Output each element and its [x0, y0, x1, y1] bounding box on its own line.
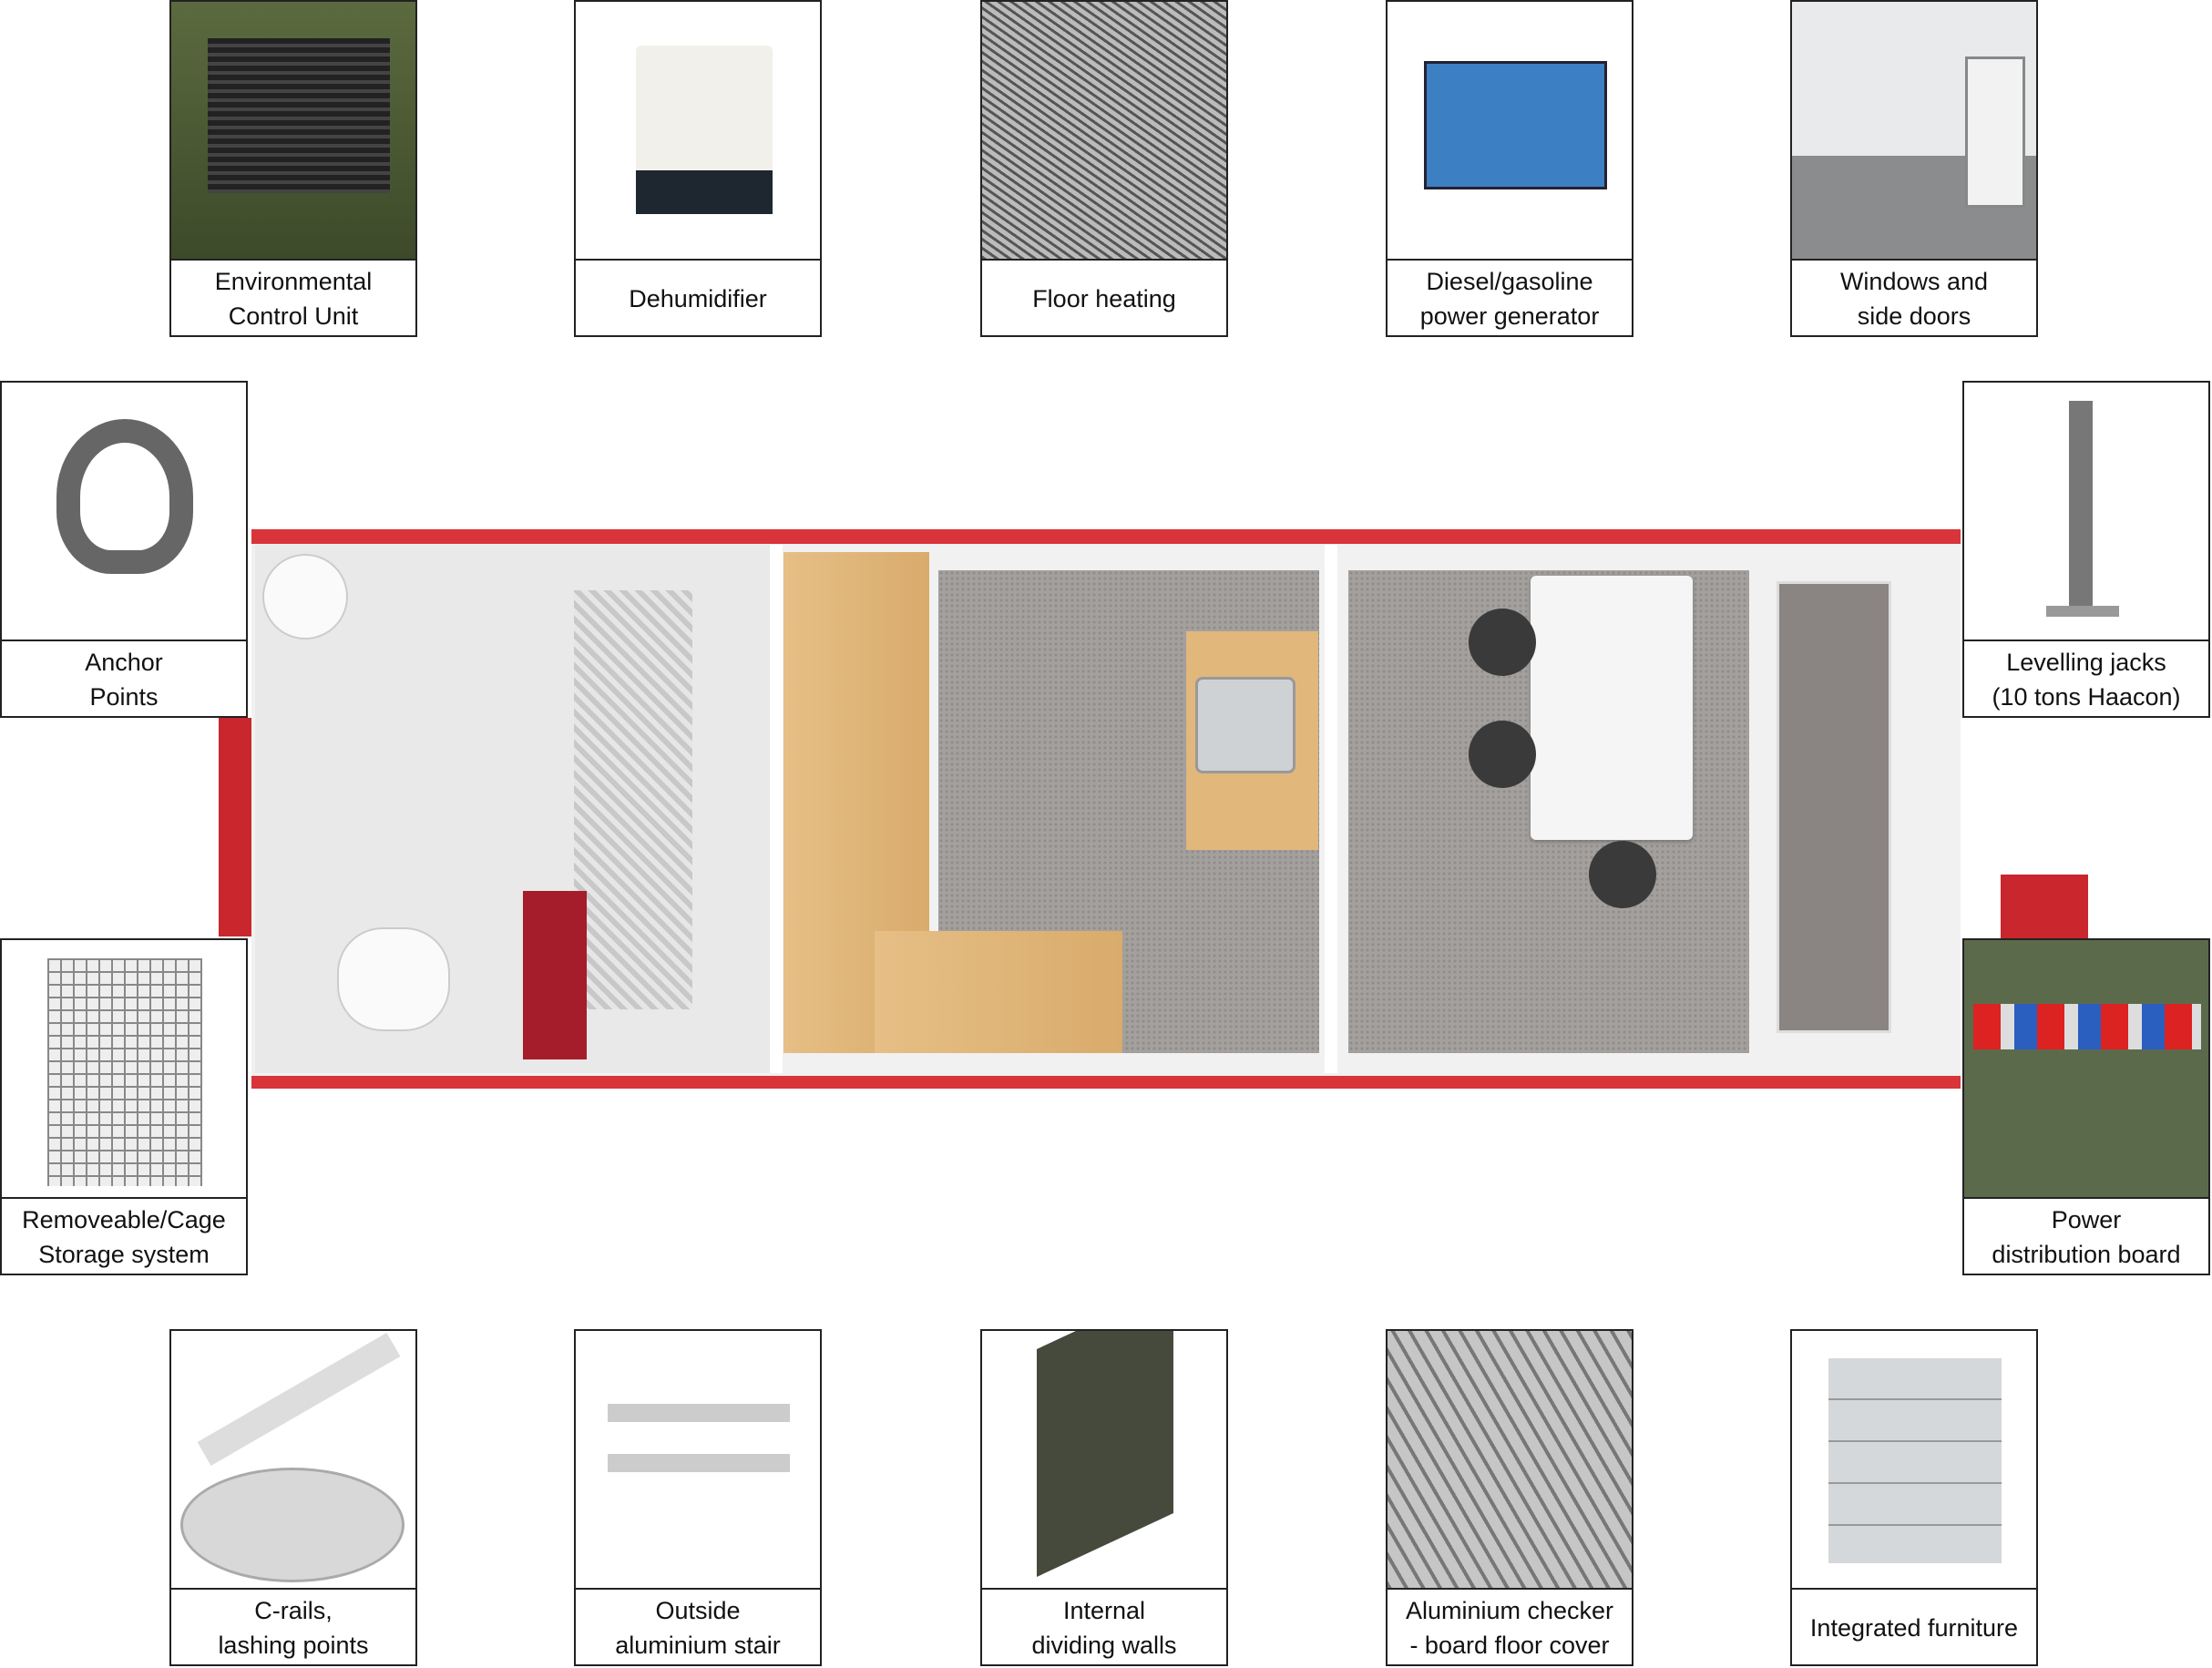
- stool: [1589, 841, 1656, 908]
- sink: [1195, 677, 1295, 773]
- container-floor-plan: [219, 527, 2088, 1096]
- floor-heating-icon: [982, 2, 1226, 261]
- dividing-wall-icon: [982, 1331, 1226, 1590]
- windows-doors-icon: [1792, 2, 2036, 261]
- feature-card-dividing-walls: Internal dividing walls: [980, 1329, 1228, 1666]
- feature-label: Dehumidifier: [629, 285, 767, 312]
- feature-label: Levelling jacks (10 tons Haacon): [1992, 649, 2181, 711]
- feature-label: Environmental Control Unit: [214, 268, 373, 330]
- feature-card-c-rails: C-rails, lashing points: [169, 1329, 417, 1666]
- feature-label: Floor heating: [1032, 285, 1176, 312]
- feature-label: Anchor Points: [85, 649, 163, 711]
- feature-card-anchor-points: Anchor Points: [0, 381, 248, 718]
- feature-card-environmental-control-unit: Environmental Control Unit: [169, 0, 417, 337]
- c-rail-icon: [171, 1331, 415, 1590]
- feature-card-cage-storage: Removeable/Cage Storage system: [0, 938, 248, 1275]
- dehumidifier-icon: [576, 2, 820, 261]
- feature-card-floor-heating: Floor heating: [980, 0, 1228, 337]
- feature-label: Internal dividing walls: [1031, 1597, 1177, 1659]
- feature-label: Windows and side doors: [1839, 268, 1989, 330]
- generator-icon: [1388, 2, 1632, 261]
- stool: [1469, 721, 1536, 788]
- red-locker: [523, 891, 587, 1059]
- stair-icon: [576, 1331, 820, 1590]
- ecu-unit-icon: [171, 2, 415, 261]
- feature-card-power-distribution: Power distribution board: [1962, 938, 2210, 1275]
- power-board-icon: [1964, 940, 2208, 1199]
- feature-label: Diesel/gasoline power generator: [1419, 268, 1600, 330]
- feature-label: Aluminium checker - board floor cover: [1405, 1597, 1614, 1659]
- storage-cabinet: [1777, 581, 1891, 1033]
- feature-label: Integrated furniture: [1809, 1614, 2019, 1642]
- feature-label: Power distribution board: [1992, 1206, 2181, 1268]
- feature-label: C-rails, lashing points: [218, 1597, 369, 1659]
- checker-floor: [574, 590, 692, 1009]
- left-side-bump: [219, 718, 255, 936]
- feature-card-checker-floor: Aluminium checker - board floor cover: [1386, 1329, 1633, 1666]
- wall-divider: [1325, 545, 1337, 1073]
- tank: [262, 554, 348, 640]
- feature-card-power-generator: Diesel/gasoline power generator: [1386, 0, 1633, 337]
- feature-label: Removeable/Cage Storage system: [22, 1206, 226, 1268]
- feature-card-dehumidifier: Dehumidifier: [574, 0, 822, 337]
- cage-storage-icon: [2, 940, 246, 1199]
- feature-card-stair: Outside aluminium stair: [574, 1329, 822, 1666]
- counter-horizontal: [875, 931, 1122, 1053]
- toilet: [337, 927, 450, 1031]
- right-red-box: [2001, 875, 2088, 940]
- anchor-point-icon: [2, 383, 246, 641]
- feature-card-windows-doors: Windows and side doors: [1790, 0, 2038, 337]
- furniture-icon: [1792, 1331, 2036, 1590]
- wall-divider: [770, 545, 783, 1073]
- stool: [1469, 609, 1536, 676]
- feature-label: Outside aluminium stair: [615, 1597, 781, 1659]
- table: [1531, 576, 1693, 840]
- feature-card-integrated-furniture: Integrated furniture: [1790, 1329, 2038, 1666]
- checker-plate-icon: [1388, 1331, 1632, 1590]
- feature-card-levelling-jacks: Levelling jacks (10 tons Haacon): [1962, 381, 2210, 718]
- levelling-jack-icon: [1964, 383, 2208, 641]
